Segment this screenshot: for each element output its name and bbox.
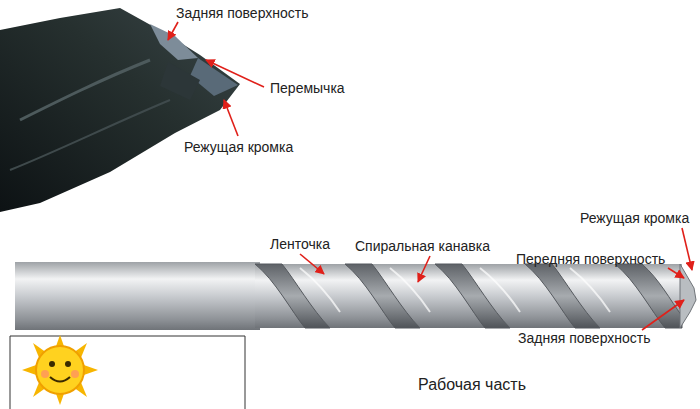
part-label: Перемычка [270,80,345,96]
sun-logo [22,335,98,405]
part-label: Режущая кромка [580,210,689,226]
section-label: Рабочая часть [418,376,526,394]
part-label: Режущая кромка [184,139,293,155]
part-label: Задняя поверхность [518,330,650,346]
part-label: Ленточка [270,236,330,252]
part-label: Передняя поверхность [516,251,665,267]
part-label: Спиральная канавка [355,238,490,254]
part-label: Задняя поверхность [176,5,308,21]
